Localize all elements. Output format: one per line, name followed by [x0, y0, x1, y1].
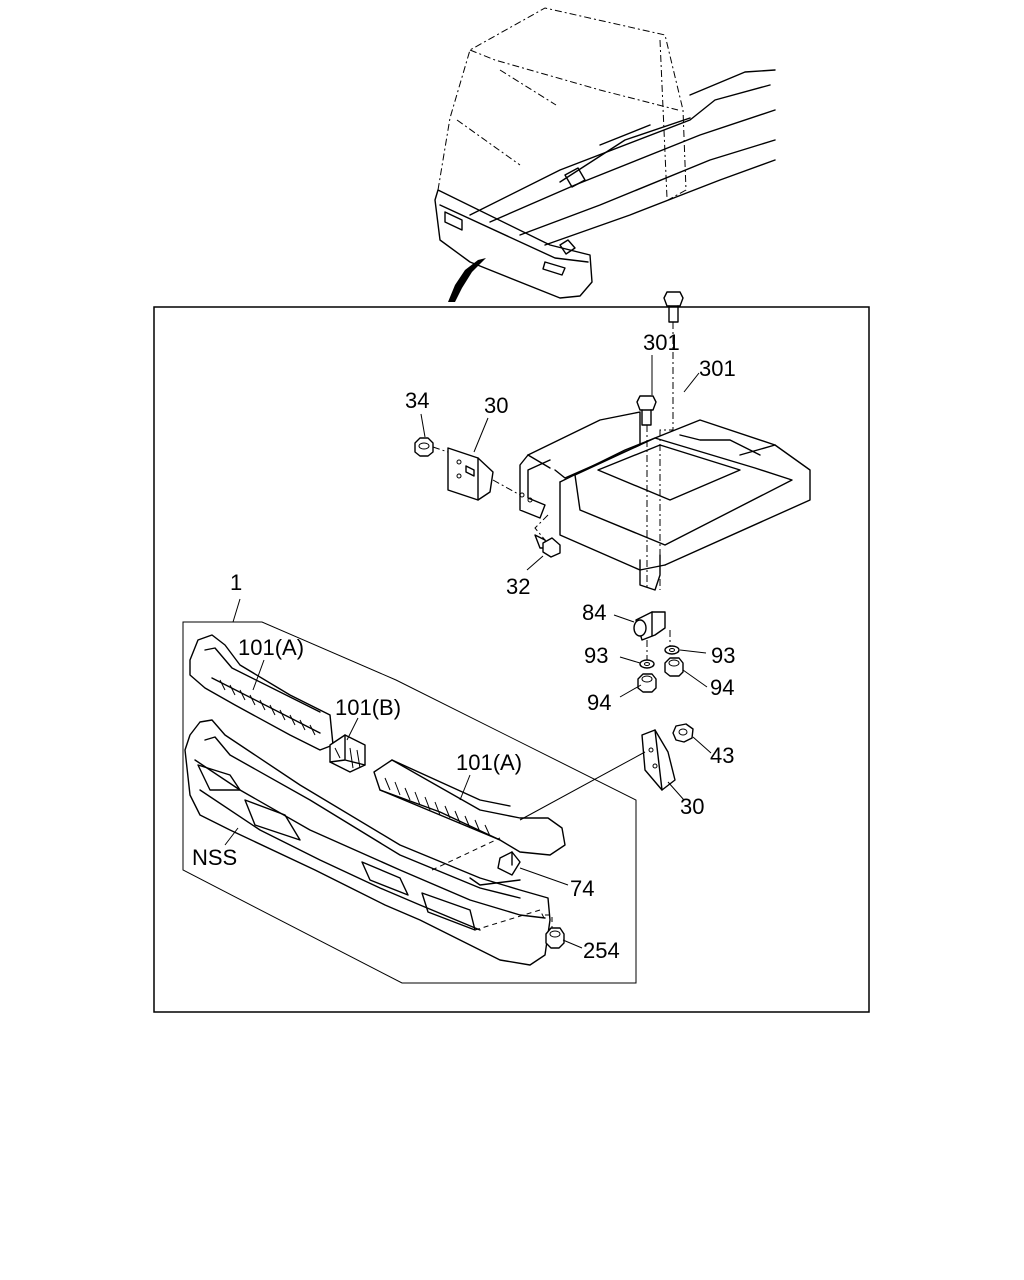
bumper-assembly-outline: [182, 621, 637, 984]
callout-nss: NSS: [192, 845, 237, 870]
callout-30-lower: 30: [680, 794, 704, 819]
callout-32: 32: [506, 574, 530, 599]
bracket-84: [633, 611, 671, 660]
callout-93-left: 93: [584, 643, 608, 668]
callout-301-right: 301: [699, 356, 736, 381]
nut-94-right: [664, 657, 684, 677]
callout-301-left: 301: [643, 330, 680, 355]
bolt-32: [534, 514, 561, 558]
bolt-301-left: [636, 395, 657, 590]
callout-43: 43: [710, 743, 734, 768]
callout-94-right: 94: [710, 675, 734, 700]
callout-101a-left: 101(A): [238, 635, 304, 660]
leader-lines: [224, 355, 712, 949]
bumper-cover-101a-right: [373, 759, 566, 856]
callout-34: 34: [405, 388, 429, 413]
clip-74: [497, 851, 521, 876]
callout-labels: 301 301 34 30 32 1 84 93 93 94 94 101(A)…: [192, 330, 736, 963]
callout-1: 1: [230, 570, 242, 595]
callout-94-left: 94: [587, 690, 611, 715]
nut-34: [414, 437, 449, 457]
nut-43: [672, 723, 694, 743]
truck-overview-illustration: [434, 7, 776, 302]
callout-84: 84: [582, 600, 606, 625]
callout-101b: 101(B): [335, 695, 401, 720]
washer-93-right: [664, 645, 680, 655]
bolt-301-right: [659, 291, 684, 590]
bracket-30-lower: [519, 729, 676, 821]
nut-254: [545, 914, 565, 949]
frame-rail: [519, 411, 811, 591]
bumper-body: [184, 719, 551, 966]
callout-93-right: 93: [711, 643, 735, 668]
callout-254: 254: [583, 938, 620, 963]
bumper-filler-101b: [329, 734, 366, 773]
detail-frame: [153, 306, 870, 1013]
bumper-cover-101a-left: [189, 634, 334, 751]
nut-94-left: [637, 673, 657, 693]
washer-93-left: [639, 659, 655, 669]
callout-30-upper: 30: [484, 393, 508, 418]
callout-101a-right: 101(A): [456, 750, 522, 775]
callout-74: 74: [570, 876, 594, 901]
bracket-30-upper: [447, 447, 521, 501]
